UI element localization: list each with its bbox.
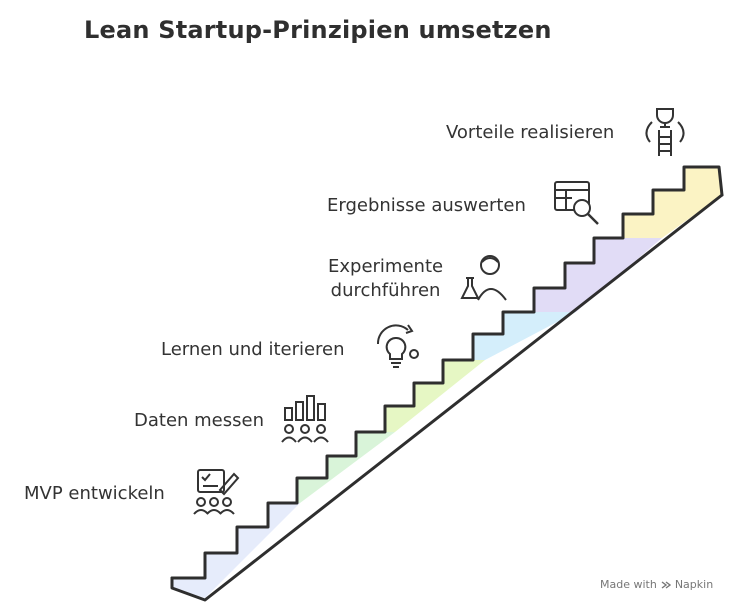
staircase-stringer: [170, 193, 724, 602]
napkin-brand-text: Napkin: [674, 578, 714, 591]
staircase-step-outline: [170, 165, 724, 580]
step-label-daten-messen: Daten messen: [134, 410, 264, 431]
diagram-title: Lean Startup-Prinzipien umsetzen: [84, 16, 552, 44]
napkin-logo-icon: [661, 580, 671, 589]
mvp-sketch-team-icon: [193, 469, 240, 515]
scientist-flask-icon: [460, 255, 507, 301]
bar-chart-people-icon: [281, 395, 329, 443]
step-label-vorteile: Vorteile realisieren: [446, 122, 615, 143]
trophy-ladder-icon: [645, 108, 685, 156]
stair-band-6: [594, 167, 722, 238]
lightbulb-cycle-icon: [376, 324, 419, 368]
made-with-text: Made with: [600, 578, 657, 591]
step-label-lernen: Lernen und iterieren: [161, 339, 345, 360]
step-label-experimente-line-1: Experimente: [328, 256, 444, 277]
staircase-color-bands: [172, 167, 722, 598]
step-label-experimente: Experimente durchführen: [328, 255, 443, 303]
stair-band-2: [268, 432, 395, 503]
step-label-experimente-line-2: durchführen: [330, 280, 441, 301]
stair-band-5: [534, 238, 662, 312]
stair-band-3: [356, 360, 485, 432]
step-label-ergebnisse: Ergebnisse auswerten: [327, 195, 526, 216]
table-magnifier-icon: [554, 181, 599, 225]
stair-band-4: [443, 312, 576, 360]
napkin-watermark: Made with Napkin: [600, 578, 713, 591]
step-label-mvp: MVP entwickeln: [24, 483, 165, 504]
